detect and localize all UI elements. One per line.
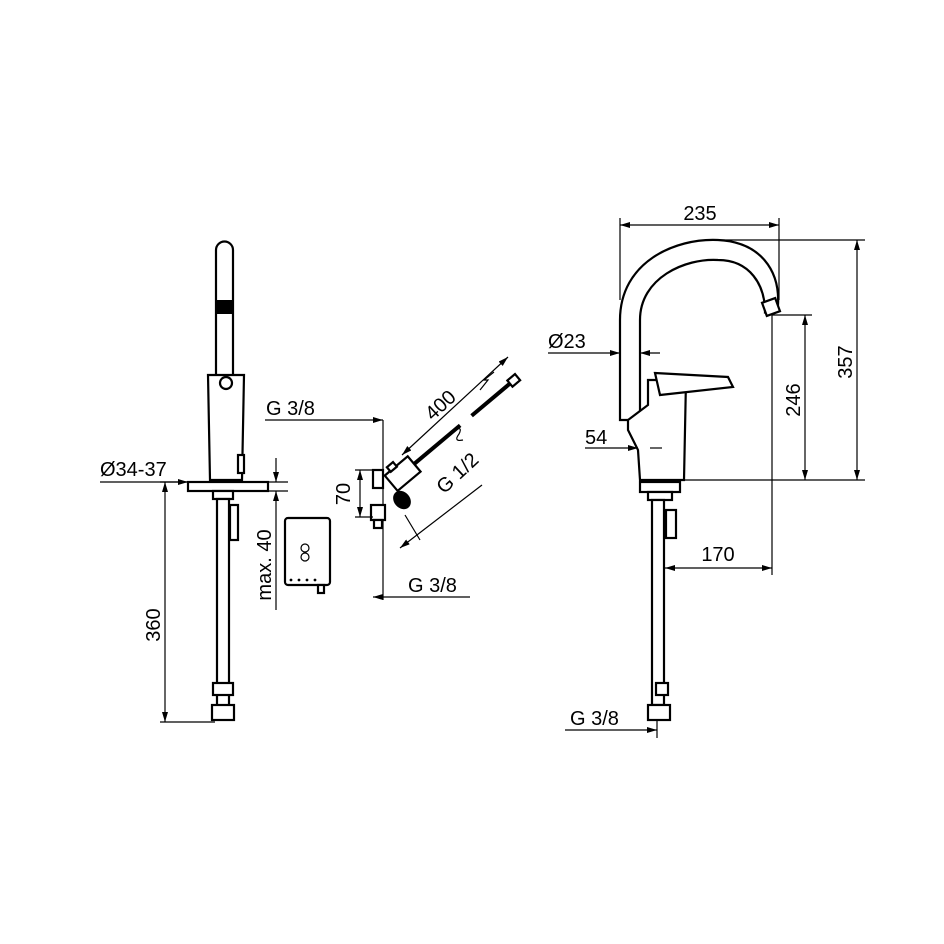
dimension-max-40: max. 40 [254,458,288,610]
dimension-right-g38: G 3/8 [565,708,658,738]
dim-360-label: 360 [143,608,165,641]
dimension-dia-23: Ø23 [548,331,660,356]
dimension-170: 170 [665,544,772,571]
dim-g12-label: G 1/2 [433,449,484,498]
dimension-360: 360 [143,481,215,723]
dim-dia-label: Ø34-37 [100,459,167,481]
dimension-top-g38: G 3/8 [265,398,383,423]
dim-357-label: 357 [835,345,857,378]
dimension-54: 54 [585,427,662,451]
dim-bottom-g38-label: G 3/8 [408,575,457,597]
dim-right-g38-label: G 3/8 [570,708,619,730]
dimension-400: 400 [401,356,509,456]
dim-max40-label: max. 40 [254,529,276,600]
control-box [283,516,332,595]
dimension-70: 70 [333,469,373,518]
faucet-side-view [618,238,782,722]
dim-dia23-label: Ø23 [548,331,586,353]
dim-400-label: 400 [421,386,460,425]
dim-235-label: 235 [683,203,716,225]
dimension-235: 235 [619,203,780,300]
dim-top-g38-label: G 3/8 [266,398,315,420]
faucet-front-view [186,240,270,722]
dim-170-label: 170 [701,544,734,566]
dimension-bottom-g38: G 3/8 [373,575,470,600]
dimension-246: 246 [771,314,812,575]
dim-54-label: 54 [585,427,607,449]
dim-70-label: 70 [333,483,355,505]
dim-246-label: 246 [783,383,805,416]
dimension-dia-34-37: Ø34-37 [100,459,188,485]
